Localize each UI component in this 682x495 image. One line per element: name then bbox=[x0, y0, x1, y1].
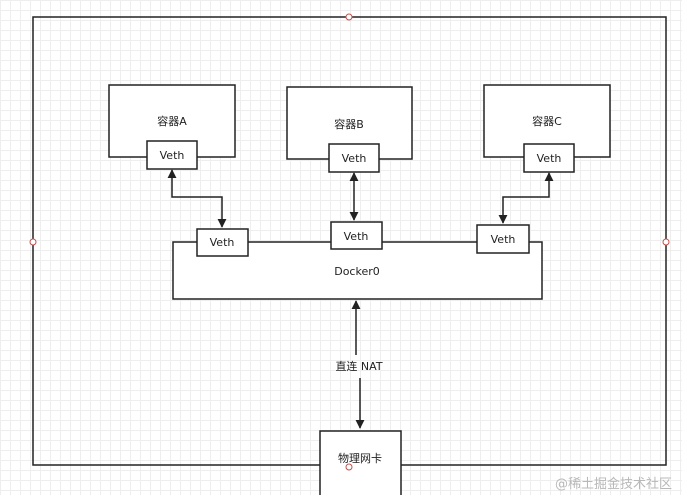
bridge-veth-right[interactable]: Veth bbox=[476, 224, 530, 254]
bridge-veth-mid[interactable]: Veth bbox=[330, 221, 383, 250]
bridge-veth-left-label: Veth bbox=[210, 236, 235, 249]
container-b-veth-label: Veth bbox=[342, 152, 367, 165]
container-c-label: 容器C bbox=[532, 114, 562, 128]
container-b-veth[interactable]: Veth bbox=[328, 143, 380, 173]
container-a-veth[interactable]: Veth bbox=[146, 140, 198, 170]
container-a-label: 容器A bbox=[157, 114, 187, 128]
docker0-label: Docker0 bbox=[334, 265, 380, 278]
connector-a[interactable] bbox=[167, 169, 227, 228]
resize-handle-left[interactable] bbox=[29, 238, 37, 246]
resize-handle-right[interactable] bbox=[662, 238, 670, 246]
bridge-veth-right-label: Veth bbox=[491, 233, 516, 246]
physical-nic-label: 物理网卡 bbox=[338, 451, 382, 465]
connector-c[interactable] bbox=[498, 172, 554, 224]
container-c-veth[interactable]: Veth bbox=[523, 143, 575, 173]
bridge-veth-left[interactable]: Veth bbox=[196, 228, 249, 257]
nic-handle[interactable] bbox=[345, 463, 353, 471]
container-a-veth-label: Veth bbox=[160, 149, 185, 162]
physical-nic[interactable]: 物理网卡 bbox=[319, 430, 402, 495]
watermark: @稀土掘金技术社区 bbox=[555, 476, 672, 492]
nat-link-label: 直连 NAT bbox=[335, 359, 382, 373]
bridge-veth-mid-label: Veth bbox=[344, 230, 369, 243]
container-c-veth-label: Veth bbox=[537, 152, 562, 165]
container-b-label: 容器B bbox=[334, 117, 364, 131]
resize-handle-top[interactable] bbox=[345, 13, 353, 21]
